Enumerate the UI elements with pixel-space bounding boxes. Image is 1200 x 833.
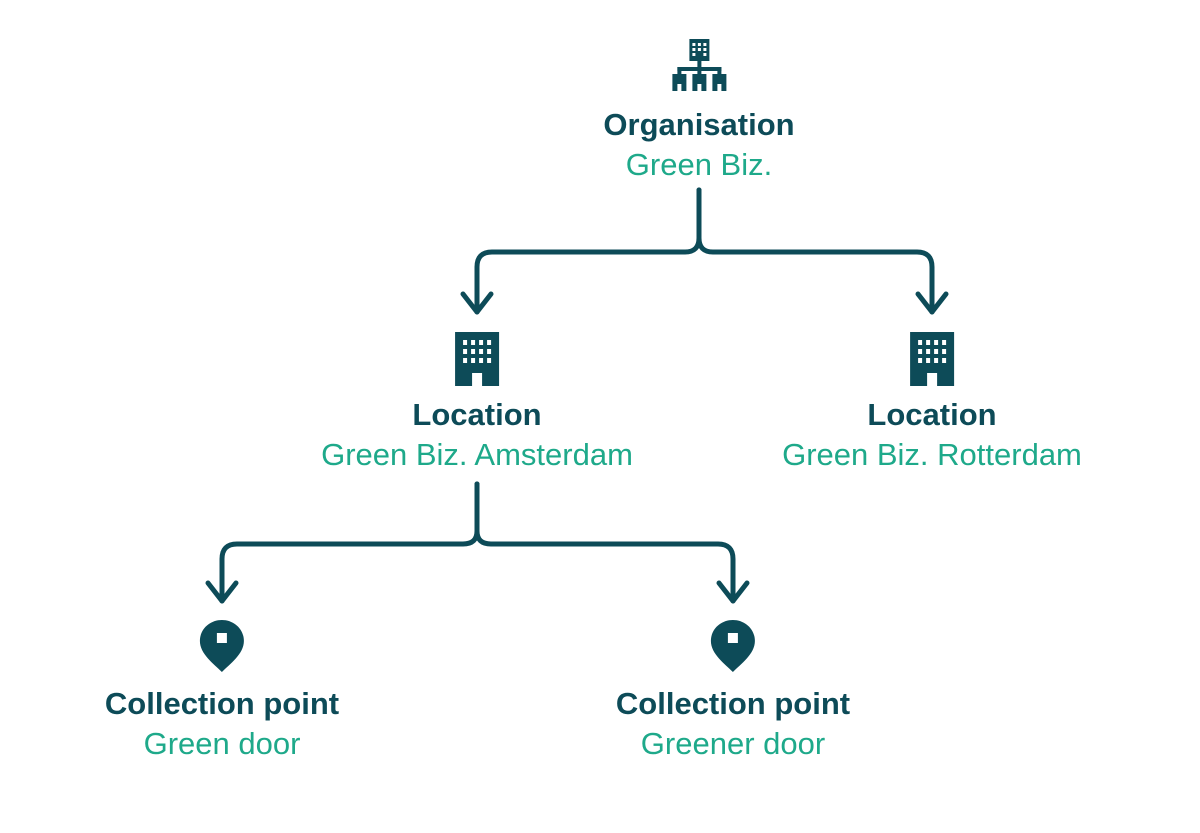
node-title: Location [412, 397, 542, 432]
node-title: Collection point [615, 686, 851, 721]
node-collection-green-door: Collection point Green door [105, 618, 339, 764]
node-title: Location [867, 397, 997, 432]
building-icon [455, 332, 499, 386]
arrowhead-greener-door [716, 580, 750, 604]
connector-org-to-rotterdam [696, 187, 935, 315]
connector-amsterdam-to-green-door [219, 481, 480, 604]
arrowhead-rotterdam [915, 291, 949, 315]
node-name: Green Biz. Amsterdam [321, 437, 633, 472]
node-title: Collection point [104, 686, 340, 721]
arrowhead-amsterdam [460, 291, 494, 315]
node-collection-greener-door: Collection point Greener door [616, 618, 850, 764]
node-title: Organisation [603, 107, 795, 142]
arrowhead-green-door [205, 580, 239, 604]
map-pin-icon [199, 620, 244, 672]
building-icon [909, 332, 954, 386]
connector-org-to-amsterdam [474, 187, 702, 315]
node-name: Green Biz. Rotterdam [782, 437, 1082, 472]
connector-amsterdam-to-greener-door [474, 481, 736, 604]
node-location-amsterdam: Location Green Biz. Amsterdam [321, 331, 633, 475]
org-chart-icon [671, 39, 726, 91]
node-name: Green door [143, 726, 301, 761]
node-name: Green Biz. [625, 147, 773, 182]
node-organisation: Organisation Green Biz. [603, 37, 795, 185]
map-pin-icon [710, 620, 755, 672]
node-location-rotterdam: Location Green Biz. Rotterdam [782, 331, 1082, 475]
node-name: Greener door [640, 726, 826, 761]
